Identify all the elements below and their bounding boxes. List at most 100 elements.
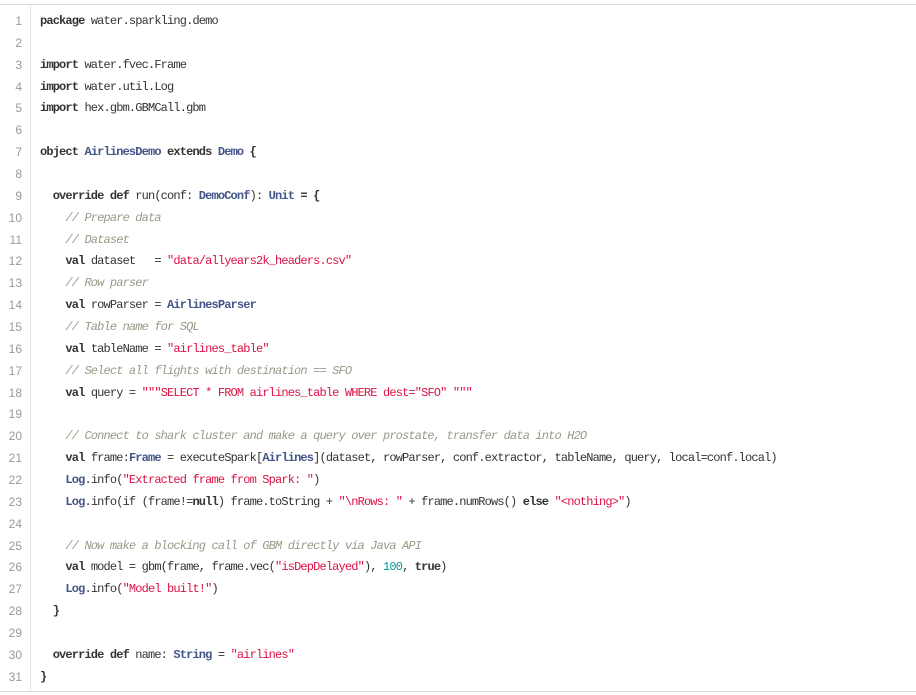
code-line: 24 [0,514,916,536]
code-line: 12 val dataset = "data/allyears2k_header… [0,251,916,273]
line-number: 11 [9,232,22,247]
keyword-token: = { [294,188,320,203]
line-number: 3 [15,57,22,72]
string-token: "<nothing>" [554,494,626,509]
line-number: 16 [8,341,22,356]
type-token: Log [65,582,85,597]
line-source: val model = gbm(frame, frame.vec("isDepD… [40,557,447,579]
string-token: "isDepDelayed" [275,560,365,575]
line-number: 1 [15,14,22,28]
code-token: ](dataset, rowParser, conf.extractor, ta… [313,451,777,466]
code-token: ) [624,494,631,509]
line-number: 5 [15,101,22,116]
line-number: 18 [8,385,22,400]
code-line: 9 override def run(conf: DemoConf): Unit… [0,186,916,208]
line-number: 29 [8,626,22,641]
string-token: "Extracted frame from Spark: " [122,473,314,488]
code-line: 13 // Row parser [0,273,916,295]
line-number: 21 [8,451,22,466]
code-token: + frame.numRows() [402,494,523,509]
code-token: = executeSpark[ [160,451,263,466]
line-source: // Row parser [40,273,148,295]
keyword-token: { [243,145,257,160]
code-line: 22 Log.info("Extracted frame from Spark:… [0,470,916,492]
keyword-token: else [522,494,549,509]
code-token: .info( [84,582,123,597]
code-line: 27 Log.info("Model built!") [0,579,916,601]
number-token: 100 [383,560,403,575]
code-token: rowParser = [84,298,168,313]
line-source: override def name: String = "airlines" [40,645,295,667]
code-token: water.sparkling.demo [84,14,219,28]
type-token: AirlinesDemo [84,145,161,160]
line-number: 26 [8,560,22,575]
line-number: 31 [8,669,22,684]
line-source: val tableName = "airlines_table" [40,339,269,361]
type-token: Log [65,494,85,509]
string-token: "Model built!" [122,582,213,597]
code-token: water.util.Log [78,79,174,94]
line-number-gutter [0,5,31,691]
line-number: 22 [8,473,22,488]
keyword-token: } [40,669,47,684]
code-line: 11 // Dataset [0,230,916,252]
line-number: 14 [8,298,22,313]
keyword-token: override def [40,188,130,203]
comment-token: // Now make a blocking call of GBM direc… [40,538,422,553]
keyword-token: val [40,254,85,269]
comment-token: // Connect to shark cluster and make a q… [40,429,587,444]
line-source: object AirlinesDemo extends Demo { [40,142,257,164]
line-source: } [40,667,47,689]
code-token [40,495,65,509]
comment-token: // Prepare data [40,210,161,225]
code-token [40,582,65,596]
line-source: // Now make a blocking call of GBM direc… [40,536,422,558]
line-source: val dataset = "data/allyears2k_headers.c… [40,251,352,273]
line-number: 4 [15,79,22,94]
line-number: 23 [8,494,22,509]
line-source: package water.sparkling.demo [40,11,219,33]
code-token: ) frame.toString + [217,494,339,509]
type-token: Frame [128,451,162,466]
line-number: 7 [15,145,22,160]
code-token: .info( [84,473,123,488]
code-token: model = gbm(frame, frame.vec( [84,560,276,575]
keyword-token: object [40,145,79,160]
code-line: 18 val query = """SELECT * FROM airlines… [0,383,916,405]
line-number: 12 [8,254,22,269]
line-source: // Select all flights with destination =… [40,361,352,383]
keyword-token: val [40,451,85,466]
code-token: ) [313,473,320,488]
line-number: 25 [8,538,22,553]
type-token: Demo [217,145,244,160]
code-line: 2 [0,33,916,55]
keyword-token: package [40,14,85,28]
code-token: query = [84,385,142,400]
keyword-token: override def [40,647,130,662]
keyword-token: import [40,79,79,94]
code-line: 31} [0,667,916,689]
type-token: Unit [268,188,295,203]
keyword-token: extends [167,145,212,160]
code-line: 4 import water.util.Log [0,77,916,99]
code-token: = [211,647,231,662]
line-number: 13 [8,276,22,291]
keyword-token: val [40,560,85,575]
code-token: frame: [84,451,130,466]
keyword-token: import [40,101,79,116]
type-token: Log [65,473,85,488]
code-token: ): [249,188,269,203]
line-number: 2 [15,35,22,50]
keyword-token: import [40,57,79,72]
keyword-token: null [192,494,218,509]
line-source: val frame:Frame = executeSpark[Airlines]… [40,448,777,470]
line-source: import water.fvec.Frame [40,55,187,77]
keyword-token: val [40,298,85,313]
code-line: 21 val frame:Frame = executeSpark[Airlin… [0,448,916,470]
code-line: 17 // Select all flights with destinatio… [0,361,916,383]
keyword-token: val [40,385,85,400]
type-token: AirlinesParser [167,298,257,313]
line-source: Log.info("Extracted frame from Spark: ") [40,470,320,492]
